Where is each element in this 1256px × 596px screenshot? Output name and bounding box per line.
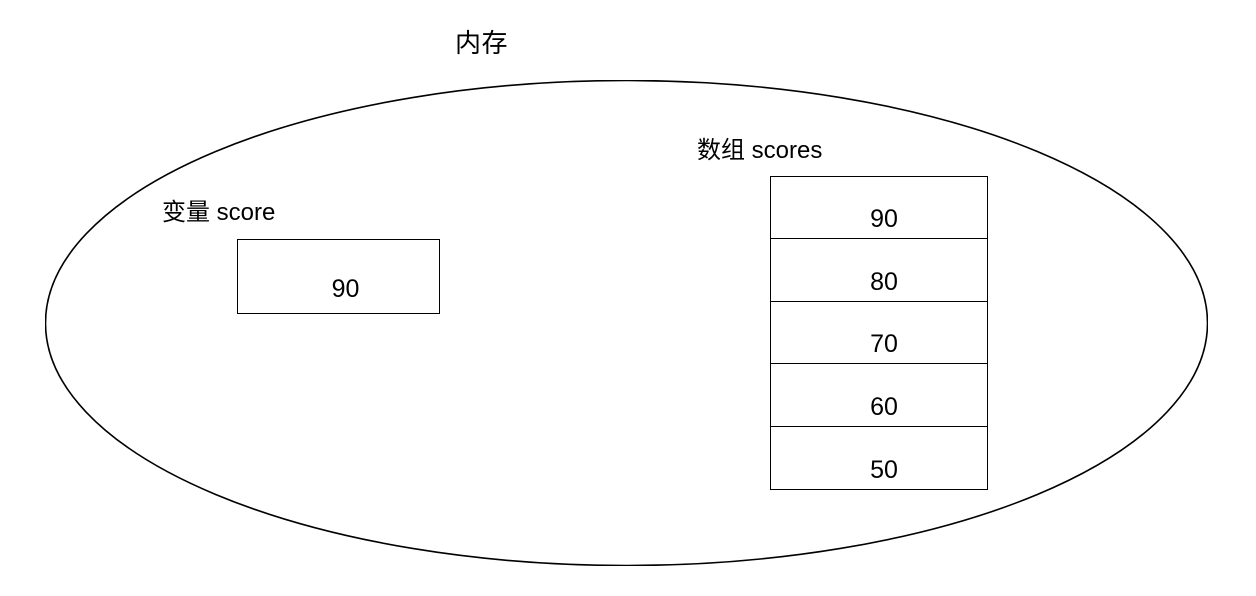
array-cell: 70 bbox=[771, 302, 987, 365]
variable-value: 90 bbox=[331, 275, 360, 303]
array-cell: 90 bbox=[771, 177, 987, 240]
memory-ellipse bbox=[45, 80, 1208, 566]
array-cell: 80 bbox=[771, 239, 987, 302]
array-cell: 60 bbox=[771, 364, 987, 427]
memory-title: 内存 bbox=[455, 28, 509, 58]
array-cell-value: 60 bbox=[870, 392, 898, 421]
array-cell-value: 70 bbox=[870, 330, 898, 359]
array-cell-value: 80 bbox=[870, 267, 898, 296]
array-cell: 50 bbox=[771, 427, 987, 489]
array-label: 数组 scores bbox=[697, 137, 823, 164]
array-table: 90 80 70 60 50 bbox=[770, 176, 988, 490]
variable-label: 变量 score bbox=[162, 199, 276, 226]
array-cell-value: 90 bbox=[870, 205, 898, 234]
array-cell-value: 50 bbox=[870, 455, 898, 484]
variable-box: 90 bbox=[237, 239, 440, 314]
